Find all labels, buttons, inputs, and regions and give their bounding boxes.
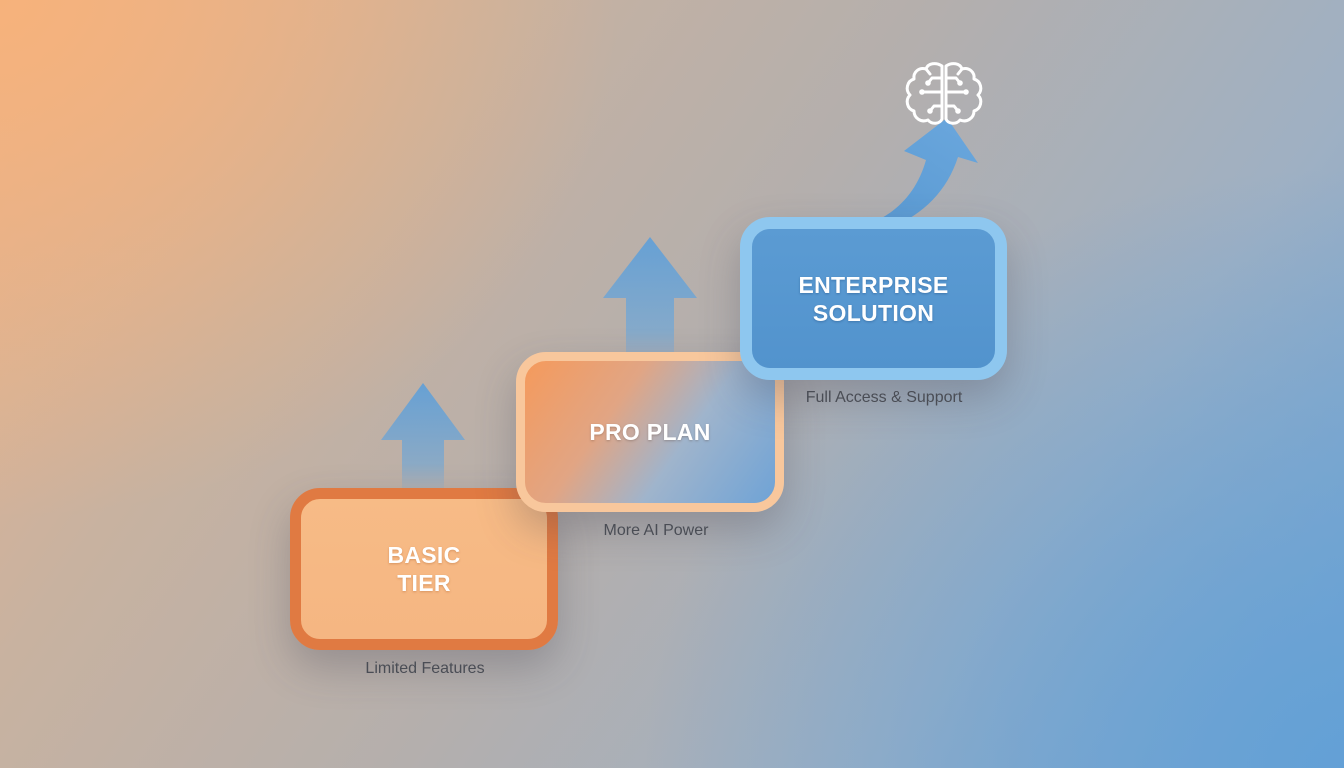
pro-plan-box: PRO PLAN — [516, 352, 784, 512]
pro-plan-caption: More AI Power — [603, 522, 709, 539]
pro-plan-label: PRO PLAN — [589, 419, 711, 445]
enterprise-solution-label: ENTERPRISE SOLUTION — [798, 271, 949, 326]
enterprise-caption: Full Access & Support — [805, 389, 963, 406]
basic-tier-label: BASIC TIER — [387, 542, 461, 596]
basic-tier-caption: Limited Features — [365, 660, 485, 677]
curved-arrow-enterprise — [800, 118, 978, 238]
brain-icon — [905, 62, 983, 125]
enterprise-solution-box: ENTERPRISE SOLUTION — [740, 217, 1007, 380]
basic-tier-box: BASIC TIER — [290, 488, 558, 650]
